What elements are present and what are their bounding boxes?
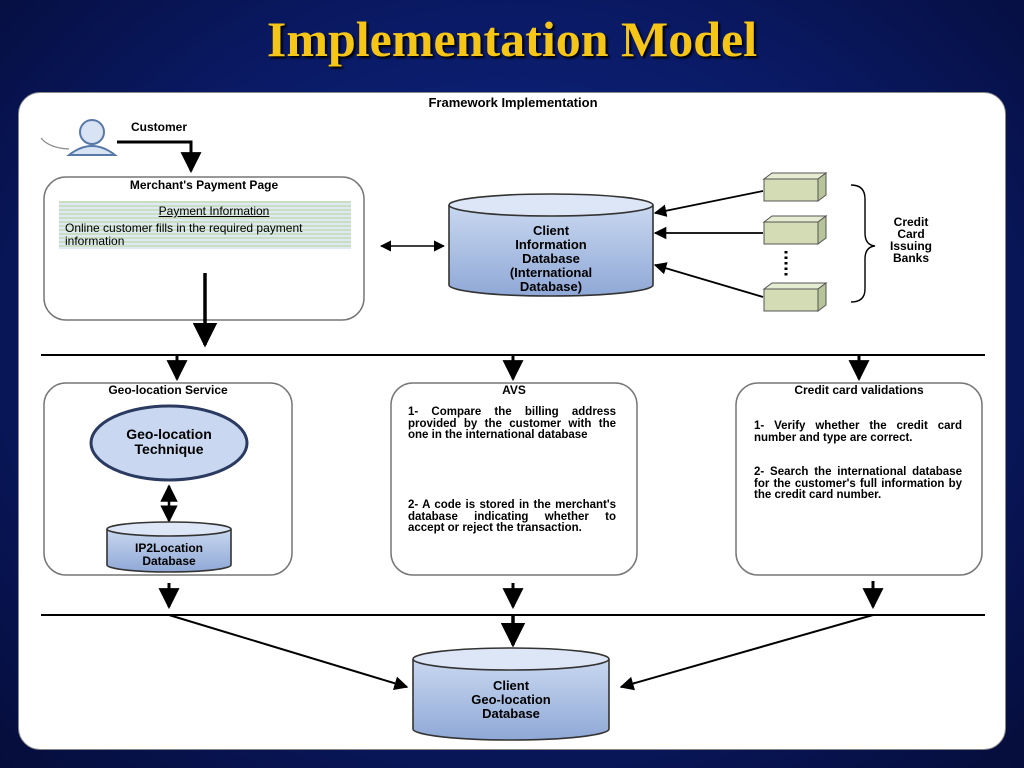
- geo-technique-ellipse: [89, 404, 249, 482]
- avs-step-1: 1- Compare the billing address provided …: [408, 406, 616, 441]
- client-geo-db-line: Client: [492, 678, 530, 693]
- client-db-line: Information: [515, 237, 587, 252]
- payment-info-text: Online customer fills in the required pa…: [65, 221, 303, 248]
- framework-diagram: Framework Implementation Customer Mercha…: [18, 92, 1006, 750]
- avs-step-2: 2- A code is stored in the merchant's da…: [408, 499, 616, 534]
- banks-line: Credit: [893, 215, 929, 229]
- geo-technique-line: Geo-location: [126, 426, 212, 442]
- banks-line: Issuing: [889, 239, 932, 253]
- client-db-line: Client: [532, 223, 570, 238]
- banks-line: Banks: [892, 251, 930, 265]
- geo-service-title: Geo-location Service: [108, 383, 228, 397]
- slide-title: Implementation Model: [266, 11, 758, 67]
- cc-validation-step-1: 1- Verify whether the credit card number…: [754, 420, 962, 444]
- cc-validation-step-2: 2- Search the international database for…: [754, 466, 962, 501]
- avs-box: [390, 382, 638, 576]
- banks-line: Card: [897, 227, 925, 241]
- bank-cube: [762, 215, 828, 245]
- converge-arrow-right: [619, 614, 874, 691]
- client-db-label: Client Information Database (Internation…: [451, 224, 651, 294]
- geo-technique-label: Geo-location Technique: [89, 427, 249, 457]
- bank-arrow: [653, 190, 764, 217]
- bank-arrow: [653, 262, 764, 298]
- frame-title: Framework Implementation: [428, 95, 598, 110]
- client-db-line: Database): [519, 279, 583, 294]
- bank-cube: [762, 282, 828, 312]
- cc-validations-title: Credit card validations: [794, 383, 924, 397]
- merchant-page-title: Merchant's Payment Page: [129, 178, 279, 192]
- ip2location-db: [106, 521, 232, 573]
- ip2location-line: Database: [142, 554, 196, 568]
- client-geo-db-line: Database: [482, 706, 540, 721]
- customer-icon: [40, 119, 118, 156]
- client-geo-db-label: Client Geo-location Database: [411, 679, 611, 721]
- converge-arrow-left: [168, 614, 409, 691]
- payment-info-title: Payment Information: [158, 204, 270, 218]
- avs-title: AVS: [502, 383, 526, 397]
- geo-technique-line: Technique: [134, 441, 204, 457]
- client-geo-db-line: Geo-location: [471, 692, 551, 707]
- customer-arrow: [117, 140, 202, 174]
- client-info-db: [448, 193, 654, 297]
- client-db-line: (International: [509, 265, 593, 280]
- ip2location-label: IP2Location Database: [104, 542, 234, 568]
- ip2location-line: IP2Location: [134, 541, 203, 555]
- bank-cube: [762, 172, 828, 202]
- banks-label: Credit Card Issuing Banks: [881, 216, 941, 264]
- diagram-graphics: [40, 119, 985, 741]
- cc-validations-box: [735, 382, 983, 576]
- client-geo-db: [412, 647, 610, 741]
- banks-brace: [850, 184, 876, 303]
- customer-label: Customer: [131, 120, 188, 134]
- client-db-line: Database: [522, 251, 580, 266]
